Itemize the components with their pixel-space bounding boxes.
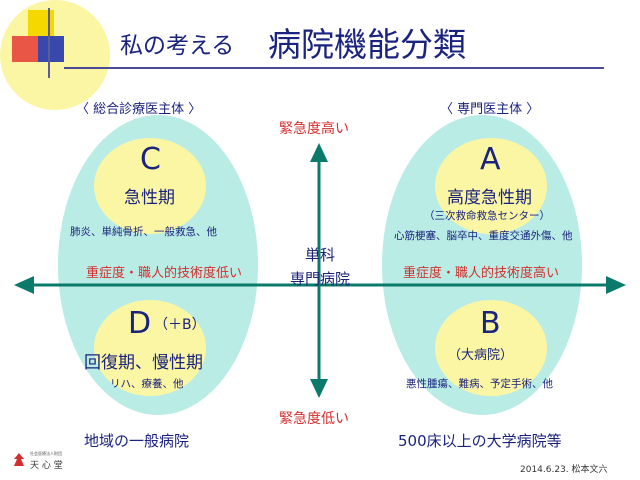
footer-date-author: 2014.6.23. 松本文六 xyxy=(520,465,608,475)
logo-org-type: 社会医療法人財団 xyxy=(30,451,62,456)
title-prefix: 私の考える xyxy=(120,33,235,59)
left-severity-label: 重症度・職人的技術度低い xyxy=(86,266,243,281)
quadrant-b-examples: 悪性腫瘍、難病、予定手術、他 xyxy=(406,378,553,390)
left-arrowhead xyxy=(14,276,34,294)
quadrant-a-circle xyxy=(435,138,547,234)
quadrant-d-letter: D xyxy=(128,306,152,341)
quadrant-b-circle xyxy=(435,300,547,396)
axis-label-top: 緊急度高い xyxy=(279,121,349,137)
quadrant-d-examples: リハ、療養、他 xyxy=(110,378,184,390)
tenshindo-logo-icon xyxy=(14,453,24,466)
quadrant-b-paren: （大病院） xyxy=(448,348,514,363)
right-arrowhead xyxy=(606,276,626,294)
quadrant-a-letter: A xyxy=(480,142,501,177)
quadrant-c-letter: C xyxy=(140,142,161,177)
up-arrowhead xyxy=(310,143,328,162)
quadrant-c-title: 急性期 xyxy=(124,188,175,208)
axis-label-bottom: 緊急度低い xyxy=(279,411,349,427)
decor-vline xyxy=(48,8,50,78)
center-label-line1: 単科 xyxy=(304,246,335,264)
quadrant-c-examples: 肺炎、単純骨折、一般救急、他 xyxy=(70,226,217,238)
quadrant-a-title: 高度急性期 xyxy=(447,188,532,208)
decor-blue-square xyxy=(38,36,64,62)
right-bottom-label: 500床以上の大学病院等 xyxy=(398,432,562,450)
title-underline xyxy=(64,67,604,69)
right-header: 〈 専門医主体 〉 xyxy=(440,102,540,117)
quadrant-a-examples: 心筋梗塞、脳卒中、重度交通外傷、他 xyxy=(394,230,573,242)
quadrant-b-letter: B xyxy=(480,306,501,341)
left-bottom-label: 地域の一般病院 xyxy=(84,432,190,450)
logo-name: 天 心 堂 xyxy=(30,461,63,471)
quadrant-a-paren: （三次救命救急センター） xyxy=(424,210,550,222)
quadrant-c-circle xyxy=(94,138,206,234)
right-severity-label: 重症度・職人的技術度高い xyxy=(403,266,560,281)
quadrant-d-suffix: （＋B） xyxy=(154,317,206,333)
down-arrowhead xyxy=(310,379,328,398)
left-header: 〈 総合診療医主体 〉 xyxy=(76,102,202,117)
quadrant-d-circle xyxy=(94,300,206,396)
center-label-line2: 専門病院 xyxy=(289,270,350,288)
decor-red-square xyxy=(12,36,38,62)
page-title: 病院機能分類 xyxy=(268,25,466,64)
quadrant-d-title: 回復期、慢性期 xyxy=(84,353,203,373)
